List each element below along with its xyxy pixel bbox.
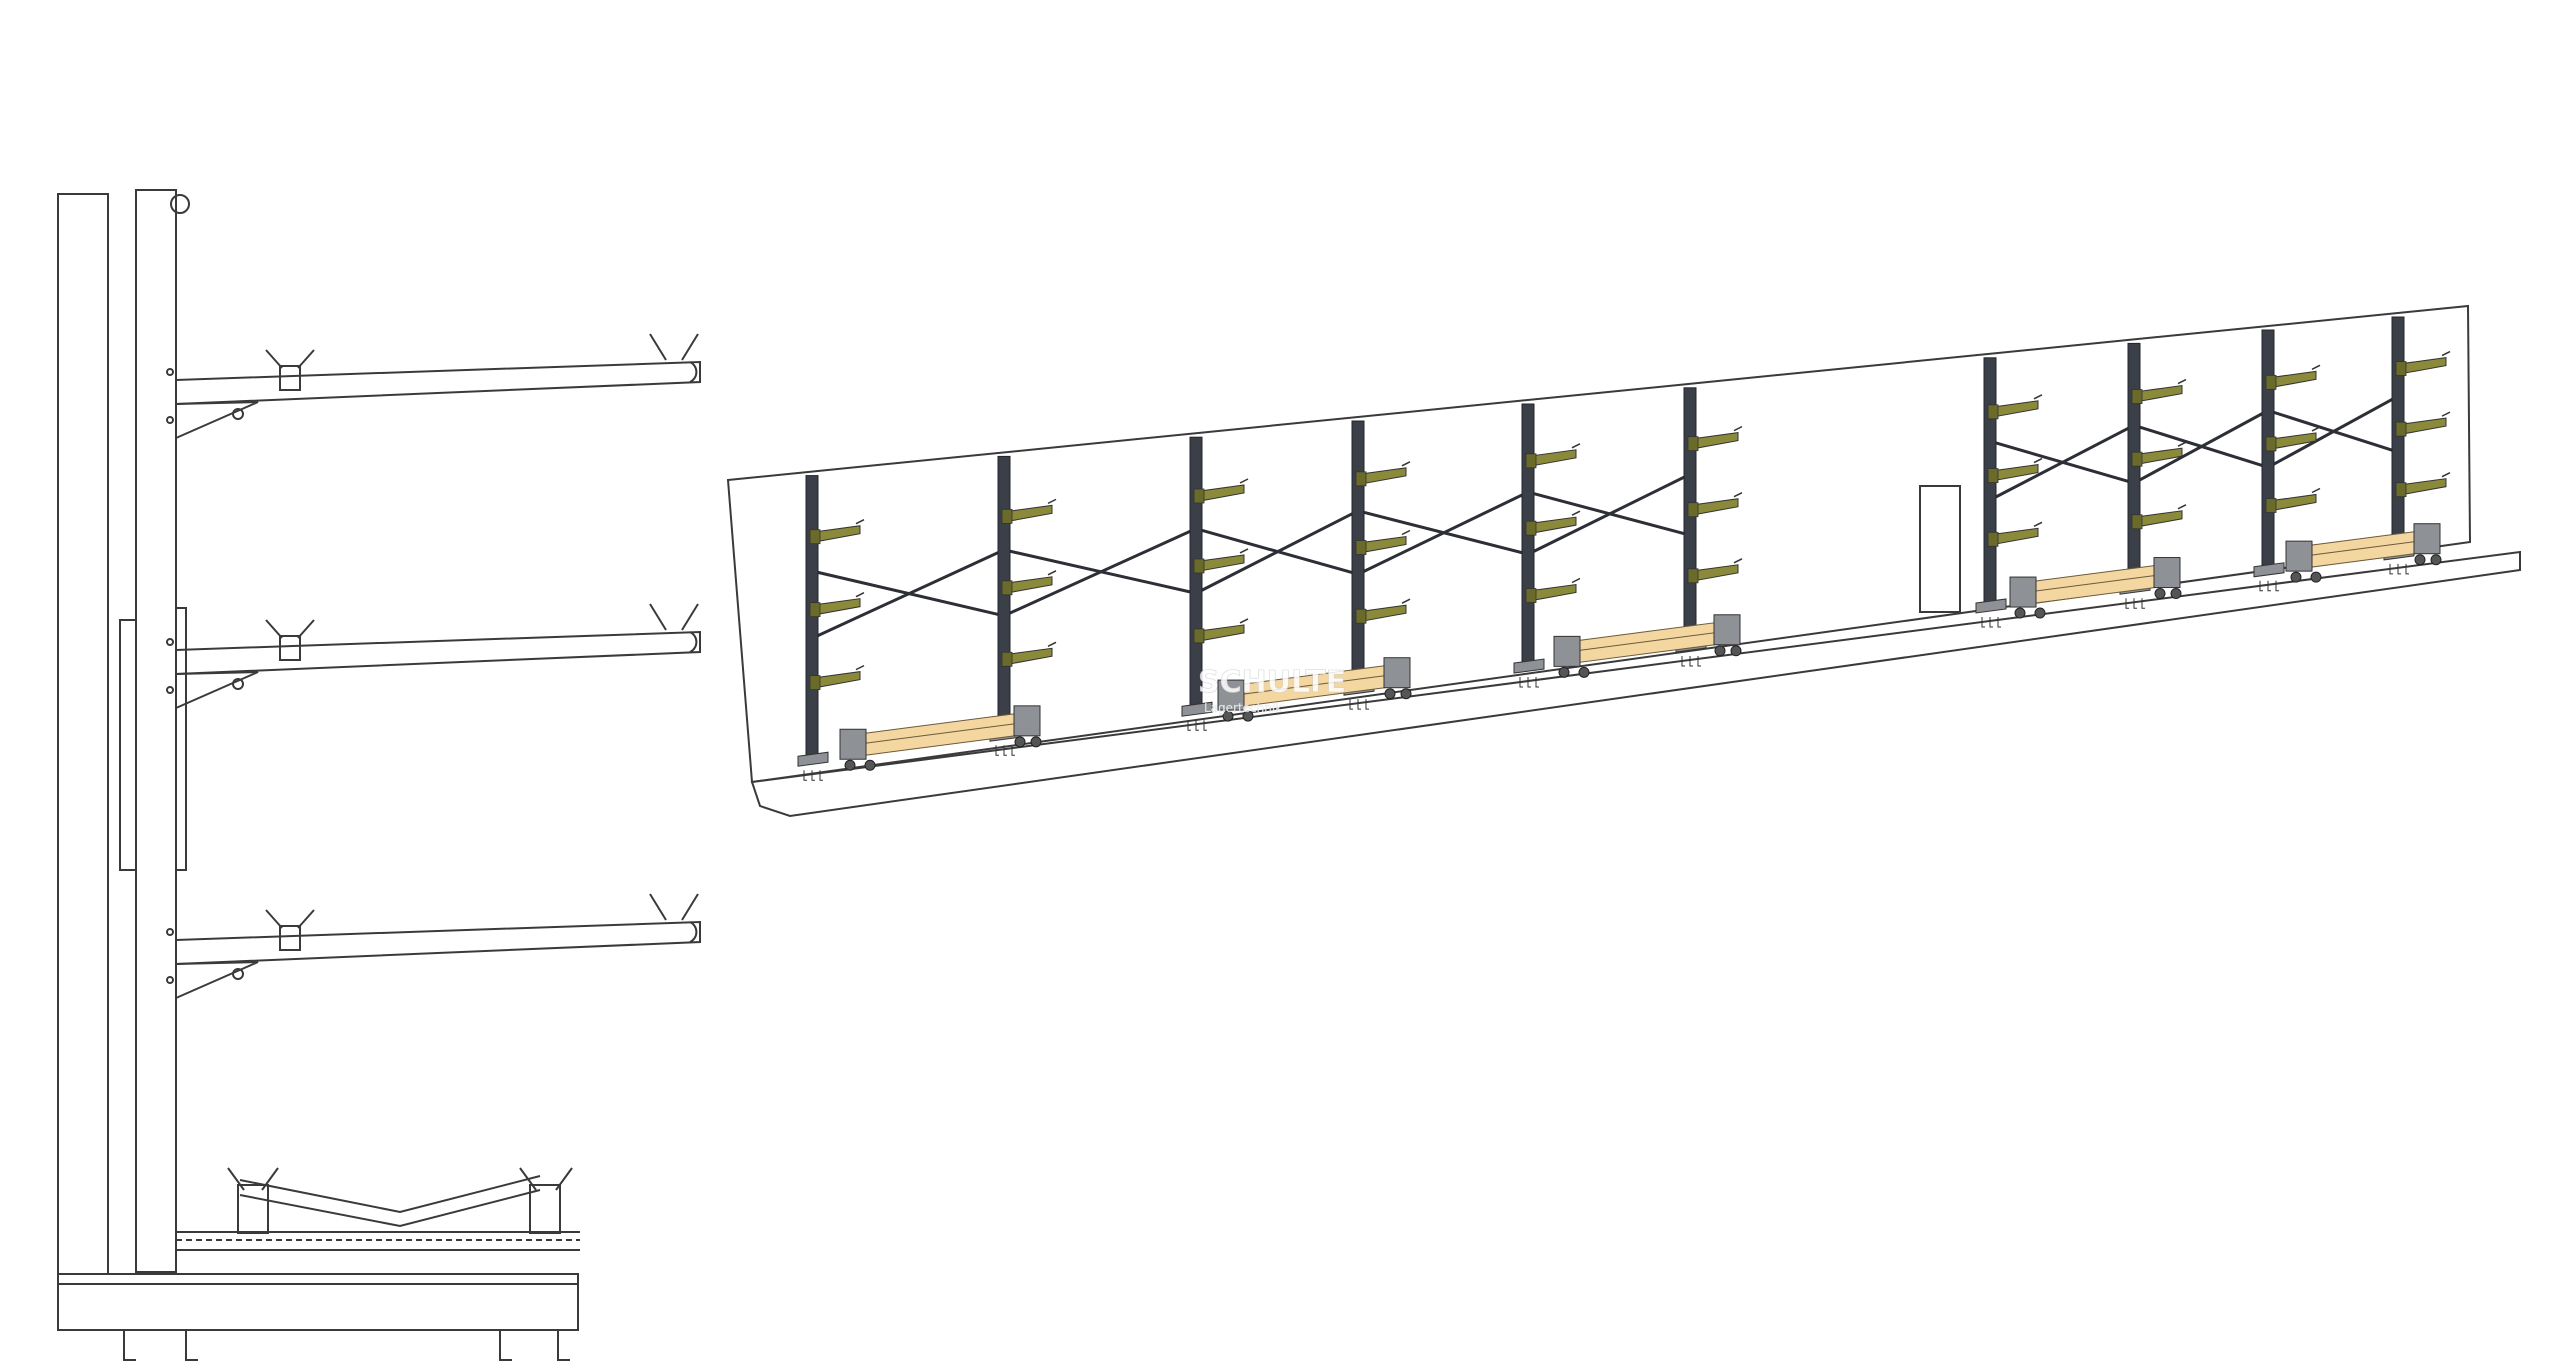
cross-brace (1989, 423, 2135, 502)
iso-column (797, 475, 865, 781)
cantilever-arms (166, 333, 701, 999)
arm (166, 333, 701, 439)
arm (166, 893, 701, 999)
trolley (1553, 614, 1742, 678)
cross-brace (2267, 394, 2399, 469)
iso-column (1975, 357, 2043, 628)
back-plate (119, 619, 137, 871)
anchor-bolts (123, 1330, 570, 1361)
cross-brace (1527, 472, 1691, 556)
rack-column (135, 189, 177, 1273)
iso-column (1181, 436, 1249, 731)
rack-group-1 (797, 387, 1743, 781)
trolley (839, 705, 1042, 771)
foundation-slab (57, 1273, 579, 1331)
base-trolley (176, 1167, 580, 1251)
iso-column (1513, 403, 1581, 688)
watermark-brand: SCHULTE (1198, 665, 1346, 700)
back-wall (726, 304, 2472, 784)
cross-brace (2133, 409, 2269, 485)
watermark: SCHULTE Lagertechnik (1198, 665, 1347, 715)
cross-brace (1003, 527, 1197, 618)
trolley (2009, 557, 2182, 619)
floor-slab (750, 550, 2521, 818)
trolleys (839, 523, 2442, 771)
wall-panel (57, 193, 109, 1275)
iso-column (2383, 316, 2451, 575)
iso-column (1675, 387, 1743, 667)
rack-system (797, 316, 2451, 781)
trolley (2285, 523, 2442, 583)
trolley (1217, 657, 1412, 722)
cross-brace (1195, 509, 1359, 595)
cross-brace (811, 548, 1005, 640)
rack-group-2 (1975, 316, 2451, 628)
arm (166, 603, 701, 709)
door (1919, 485, 1961, 613)
watermark-tagline: Lagertechnik (1204, 701, 1282, 715)
isometric-view: SCHULTE Lagertechnik (726, 304, 2521, 818)
cross-brace (1357, 490, 1529, 576)
iso-column (2253, 329, 2321, 592)
side-elevation-view (57, 189, 701, 1361)
